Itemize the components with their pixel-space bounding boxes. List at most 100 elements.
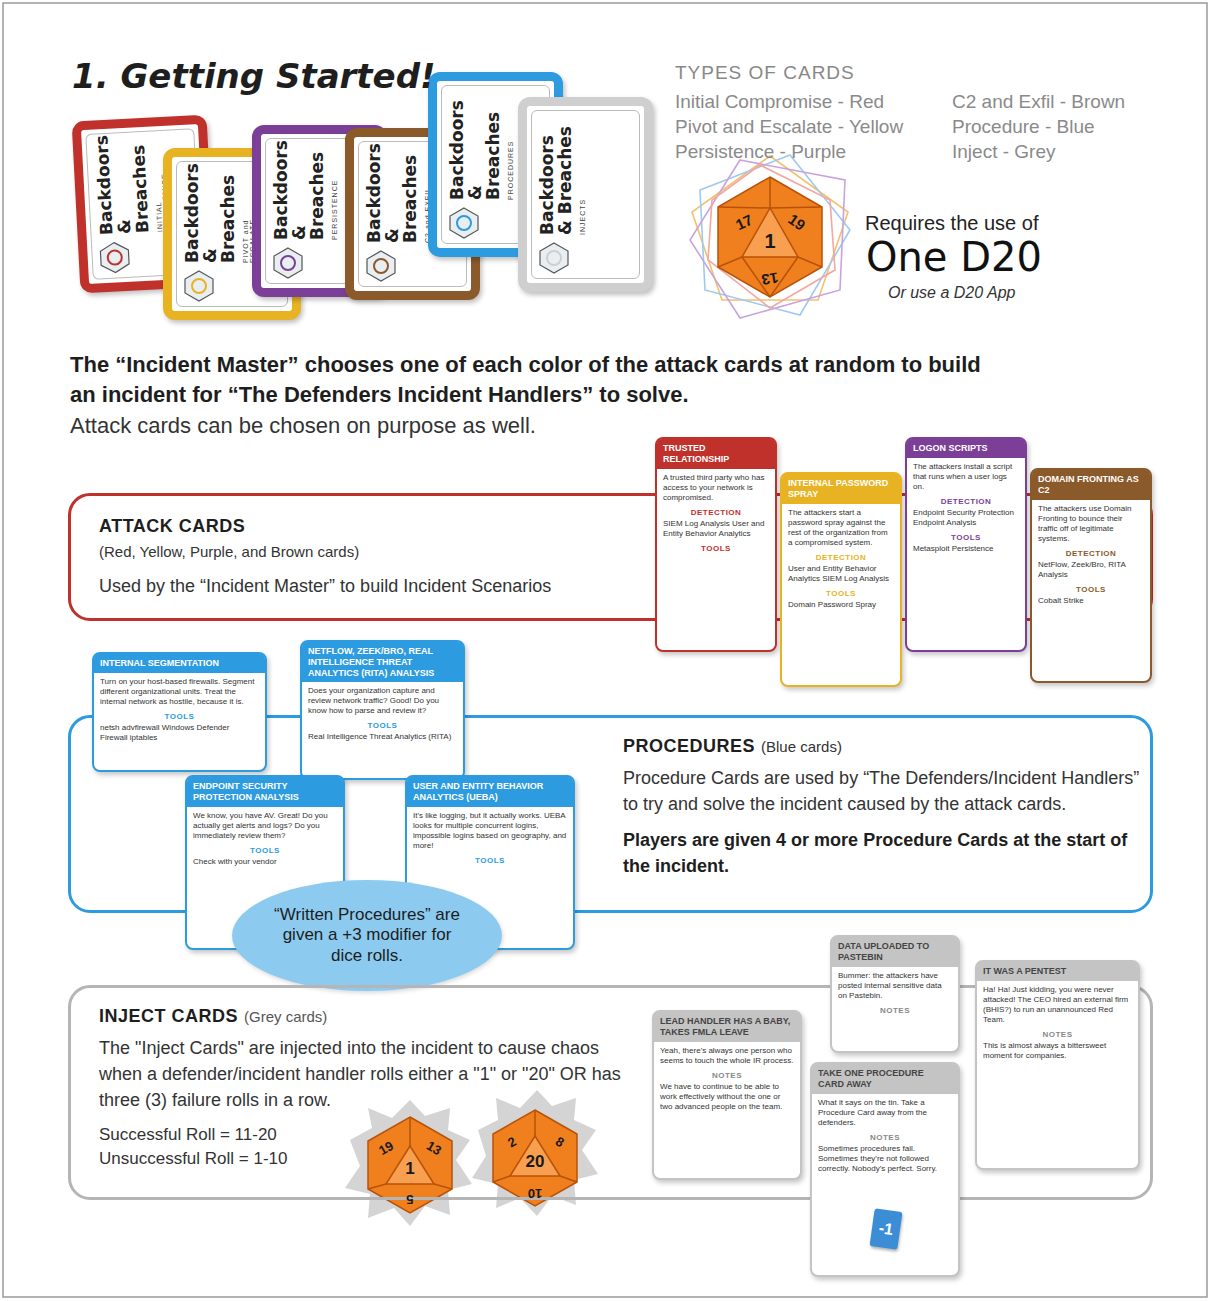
card-section-label: DETECTION (782, 548, 900, 562)
card-title: USER AND ENTITY BEHAVIOR ANALYTICS (UEBA… (407, 777, 573, 807)
game-card: LOGON SCRIPTSThe attackers install a scr… (905, 437, 1027, 652)
card-spine-text: Backdoors & BreachesINITIAL COMPROMISE (94, 144, 170, 236)
die-number: 13 (760, 270, 779, 288)
note-text: Requires the use of (865, 212, 1038, 235)
card-content: DATA UPLOADED TO PASTEBINBummer: the att… (832, 937, 958, 1021)
card-list: Metasploit Persistence (907, 542, 1025, 554)
card-section-label: DETECTION (657, 503, 775, 517)
card-section-label: TOOLS (657, 539, 775, 553)
text-line: Procedure Cards are used by “The Defende… (623, 765, 1143, 817)
card-category: INJECTS (579, 124, 586, 235)
text-line: ATTACK CARDS (99, 516, 639, 537)
card-list: Check with your vendor (187, 855, 343, 867)
card-list: SIEM Log Analysis User and Entity Behavi… (657, 517, 775, 539)
card-body: Bummer: the attackers have posted intern… (832, 967, 958, 1001)
card-body: A trusted third party who has access to … (657, 469, 775, 503)
card-type-line: Persistence - Purple (675, 141, 846, 163)
card-type-line: Pivot and Escalate - Yellow (675, 116, 903, 138)
die-halo (690, 155, 850, 318)
card-section-label: TOOLS (1032, 580, 1150, 594)
card-type-line: Initial Compromise - Red (675, 91, 884, 113)
card-title: IT WAS A PENTEST (977, 962, 1138, 981)
card-section-label: TOOLS (302, 716, 463, 730)
text-line: Players are given 4 or more Procedure Ca… (623, 827, 1143, 879)
die-number: 8 (554, 1135, 567, 1150)
card-logo (364, 249, 398, 283)
card-brand: Backdoors & Breaches (449, 99, 503, 200)
card-title: INTERNAL SEGMENTATION (94, 654, 265, 673)
card-section-label: NOTES (832, 1001, 958, 1015)
card-logo (447, 206, 481, 240)
card-content: TAKE ONE PROCEDURE CARD AWAYWhat it says… (812, 1064, 958, 1180)
card-logo (182, 269, 216, 303)
card-brand: Backdoors & Breaches (273, 152, 327, 240)
card-title: TRUSTED RELATIONSHIP (657, 439, 775, 469)
text-line: (Red, Yellow, Purple, and Brown cards) (99, 543, 639, 560)
card-section-label: NOTES (654, 1066, 800, 1080)
card-spine-text: Backdoors & BreachesPIVOT and ESCALATE (184, 175, 256, 263)
game-card: IT WAS A PENTESTHa! Ha! Just kidding, yo… (975, 960, 1140, 1170)
card-section-label: TOOLS (907, 528, 1025, 542)
card-content: IT WAS A PENTESTHa! Ha! Just kidding, yo… (977, 962, 1138, 1067)
card-body: Does your organization capture and revie… (302, 682, 463, 716)
die-number: 13 (424, 1139, 443, 1157)
note-text: The “Incident Master” chooses one of eac… (70, 350, 985, 409)
card-icon-number: -1 (869, 1208, 902, 1250)
card-list: Sometimes procedures fail. Sometimes the… (812, 1142, 958, 1174)
card-content: INTERNAL SEGMENTATIONTurn on your host-b… (94, 654, 265, 749)
die-number: 17 (733, 212, 754, 233)
card-body: What it says on the tin. Take a Procedur… (812, 1094, 958, 1128)
die-number: 19 (376, 1139, 395, 1157)
note-text: One D20 (866, 234, 1042, 280)
card-brand: Backdoors & Breaches (94, 145, 152, 236)
legend-heading: TYPES OF CARDS (675, 62, 855, 84)
die-number: 2 (506, 1135, 519, 1150)
card-section-label: TOOLS (187, 841, 343, 855)
game-card: LEAD HANDLER HAS A BABY, TAKES FMLA LEAV… (652, 1010, 802, 1180)
page-title: 1. Getting Started! (72, 56, 436, 96)
section-text-block: Procedure Cards are used by “The Defende… (623, 765, 1143, 817)
card-back: Backdoors & BreachesINJECTS (518, 97, 653, 292)
die-number: 10 (528, 1187, 542, 1200)
card-body: The attackers start a password spray aga… (782, 504, 900, 548)
card-body: We know, you have AV. Great! Do you actu… (187, 807, 343, 841)
card-list: Cobalt Strike (1032, 594, 1150, 606)
card-section-label: DETECTION (1032, 544, 1150, 558)
card-section-label: TOOLS (94, 707, 265, 721)
card-body: It's like logging, but it actually works… (407, 807, 573, 851)
text-line: Used by the “Incident Master” to build I… (99, 576, 639, 597)
card-content: TRUSTED RELATIONSHIPA trusted third part… (657, 439, 775, 559)
callout-text: “Written Procedures” are given a +3 modi… (272, 905, 462, 966)
d20-die (493, 1110, 577, 1206)
card-title: LOGON SCRIPTS (907, 439, 1025, 458)
card-title: ENDPOINT SECURITY PROTECTION ANALYSIS (187, 777, 343, 807)
card-title: DOMAIN FRONTING AS C2 (1032, 470, 1150, 500)
card-list: This is almost always a bittersweet mome… (977, 1039, 1138, 1061)
section-text-block: (Grey cards) (244, 1008, 327, 1025)
card-content: LEAD HANDLER HAS A BABY, TAKES FMLA LEAV… (654, 1012, 800, 1118)
text-line: PROCEDURES(Blue cards) (623, 736, 1143, 757)
card-section-label: TOOLS (782, 584, 900, 598)
card-content: USER AND ENTITY BEHAVIOR ANALYTICS (UEBA… (407, 777, 573, 871)
text-line: The "Inject Cards" are injected into the… (99, 1035, 644, 1113)
card-content: INTERNAL PASSWORD SPRAYThe attackers sta… (782, 474, 900, 616)
game-card: INTERNAL PASSWORD SPRAYThe attackers sta… (780, 472, 902, 687)
die-number: 19 (786, 211, 808, 233)
card-type-line: C2 and Exfil - Brown (952, 91, 1125, 113)
die-number: 1 (405, 1160, 414, 1177)
game-card: TRUSTED RELATIONSHIPA trusted third part… (655, 437, 777, 652)
card-title: NETFLOW, ZEEK/BRO, REAL INTELLIGENCE THR… (302, 642, 463, 682)
card-content: ENDPOINT SECURITY PROTECTION ANALYSISWe … (187, 777, 343, 873)
card-content: LOGON SCRIPTSThe attackers install a scr… (907, 439, 1025, 560)
card-spine-text: Backdoors & BreachesPROCEDURES (449, 99, 514, 200)
section-heading: ATTACK CARDS (99, 516, 245, 536)
callout-bubble: “Written Procedures” are given a +3 modi… (232, 880, 502, 991)
section-heading: PROCEDURES (623, 736, 755, 756)
game-card: DATA UPLOADED TO PASTEBINBummer: the att… (830, 935, 960, 1053)
card-section-label: TOOLS (407, 851, 573, 865)
card-logo (537, 241, 571, 275)
card-spine-text: Backdoors & BreachesC2 and EXFIL (366, 155, 431, 243)
card-list: netsh advfirewall Windows Defender Firew… (94, 721, 265, 743)
text-line: Unsuccessful Roll = 1-10 (99, 1149, 644, 1169)
